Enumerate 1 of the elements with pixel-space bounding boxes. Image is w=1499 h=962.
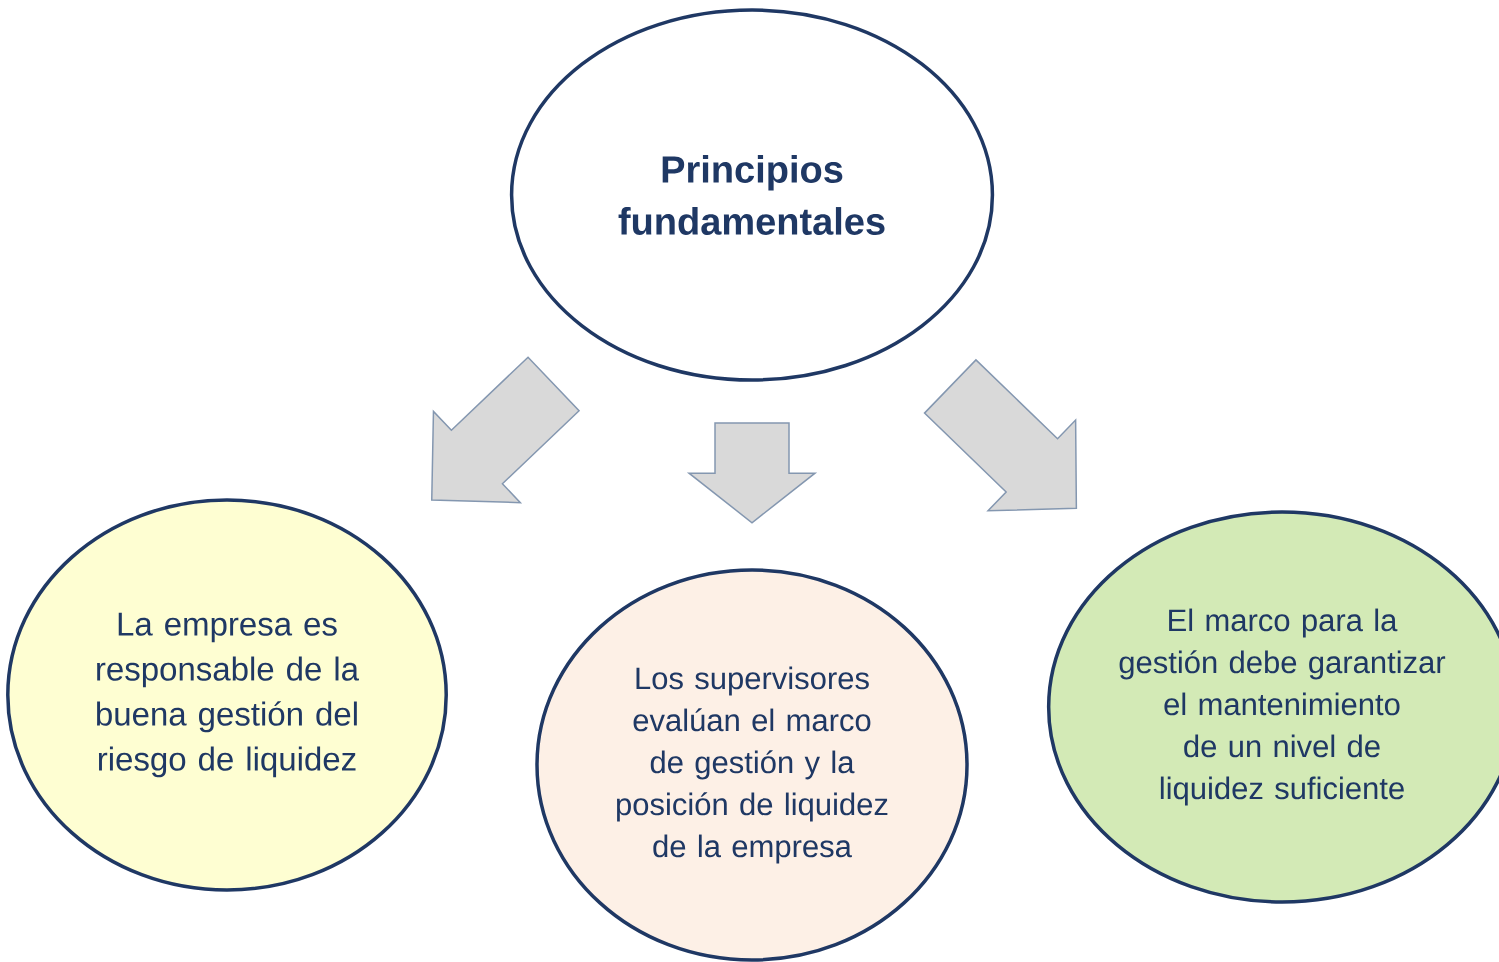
block-arrow (686, 422, 818, 524)
